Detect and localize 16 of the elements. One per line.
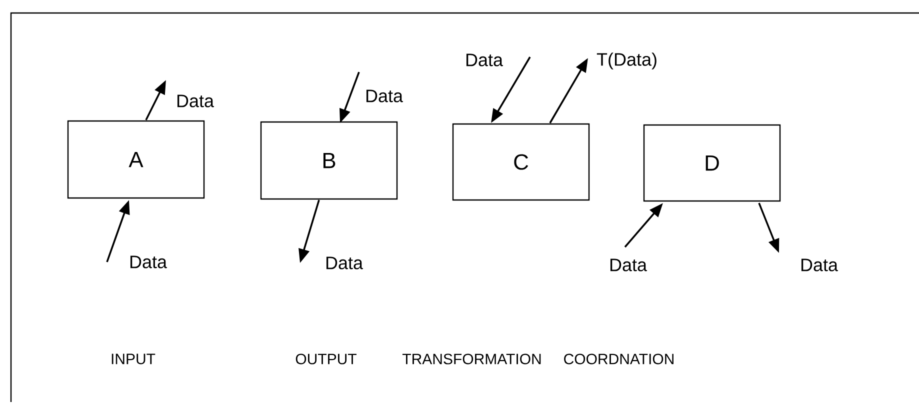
data-label: Data	[177, 94, 214, 108]
data-label: Data	[366, 90, 403, 102]
process-box: B	[260, 121, 398, 200]
data-label: Data	[610, 258, 647, 272]
data-label: Data	[466, 54, 503, 66]
process-box: C	[452, 123, 590, 201]
process-box: D	[643, 124, 781, 202]
data-label: Data	[801, 258, 838, 272]
category-label: TRANSFORMATION	[402, 354, 541, 364]
data-label: Data	[130, 256, 167, 268]
data-label: T(Data)	[596, 52, 656, 70]
category-label: COORDNATION	[564, 354, 674, 364]
data-label: Data	[326, 256, 363, 270]
category-label: OUTPUT	[296, 354, 356, 364]
process-box: A	[67, 120, 205, 199]
category-label: INPUT	[112, 354, 156, 364]
